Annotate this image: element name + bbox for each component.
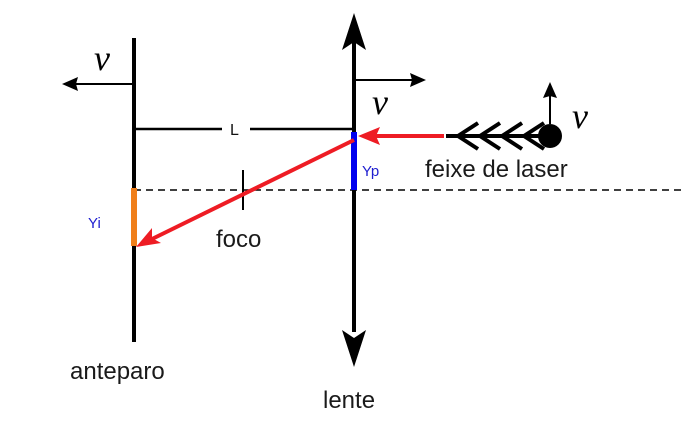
screen-velocity-label: v [94, 38, 110, 78]
laser-velocity-arrow [543, 82, 557, 124]
lens-bottom-arrowhead [342, 330, 366, 367]
incident-ray [358, 127, 444, 145]
refracted-ray [136, 138, 355, 247]
laser-dot [538, 124, 562, 148]
laser-velocity-label: v [572, 96, 588, 136]
screen-label: anteparo [70, 358, 165, 385]
lens-top-arrowhead [342, 13, 366, 50]
object-height-label: Yp [362, 163, 379, 180]
distance-label: L [230, 122, 239, 139]
screen-velocity-arrow [62, 77, 134, 91]
image-height-label: Yi [88, 215, 101, 232]
lens-label: lente [323, 387, 375, 414]
laser-source [446, 121, 562, 151]
lens-velocity-label: v [372, 82, 388, 122]
focus-label: foco [216, 226, 261, 253]
lens-velocity-arrow [356, 73, 426, 87]
laser-beam-label: feixe de laser [425, 156, 568, 183]
